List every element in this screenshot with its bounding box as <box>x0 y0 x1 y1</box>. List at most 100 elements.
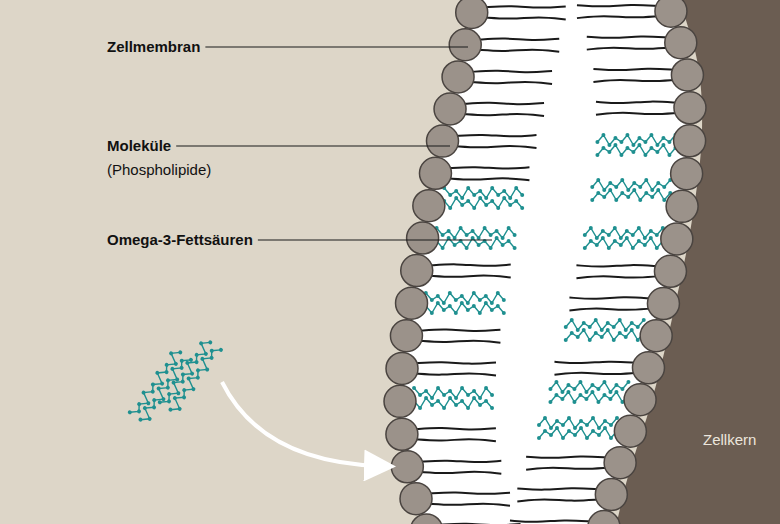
omega3-atom <box>472 291 476 295</box>
lipid-tail <box>414 428 496 429</box>
omega3-atom <box>138 417 144 423</box>
phospholipid-heads <box>384 0 706 524</box>
omega3-atom <box>478 396 482 400</box>
omega3-atom <box>168 350 174 356</box>
omega3-atom <box>170 366 176 372</box>
omega3-atom <box>441 233 445 237</box>
omega3-atom <box>155 370 161 376</box>
omega3-atom <box>603 426 607 430</box>
omega3-atom <box>466 393 470 397</box>
phospholipid-head <box>654 255 686 287</box>
lipid-tail <box>576 265 658 266</box>
omega3-atom <box>661 143 665 147</box>
lipid-tail <box>569 297 651 298</box>
omega3-atom <box>502 311 506 315</box>
omega3-atom <box>448 291 452 295</box>
omega3-atom <box>591 416 595 420</box>
omega3-atom <box>164 369 170 375</box>
omega3-atom <box>430 403 434 407</box>
omega3-atom <box>484 386 488 390</box>
omega3-atom <box>460 399 464 403</box>
omega3-atom <box>584 397 588 401</box>
omega3-atom <box>608 188 612 192</box>
omega3-atom <box>625 236 629 240</box>
omega3-atom <box>424 389 428 393</box>
lipid-tail <box>418 330 500 331</box>
omega3-atom <box>662 198 666 202</box>
omega3-atom <box>643 153 647 157</box>
omega3-atom <box>454 189 458 193</box>
lipid-tail <box>470 82 552 84</box>
omega3-atom <box>186 376 192 382</box>
omega3-atom <box>159 381 165 387</box>
omega3-atom <box>596 400 600 404</box>
omega3-atom <box>554 380 558 384</box>
omega3-atom <box>601 236 605 240</box>
omega3-atom <box>537 423 541 427</box>
phospholipid-head <box>386 352 418 384</box>
lipid-tail <box>593 69 675 70</box>
omega3-atom <box>460 301 464 305</box>
phospholipid-head <box>640 320 672 352</box>
omega3-atom <box>454 311 458 315</box>
omega3-atom <box>637 226 641 230</box>
lipid-tail <box>577 16 659 18</box>
omega3-atom <box>600 328 604 332</box>
omega3-atom <box>561 423 565 427</box>
omega3-atom <box>180 379 186 385</box>
omega3-atom <box>150 389 156 395</box>
omega3-atom <box>656 188 660 192</box>
omega3-atom <box>460 294 464 298</box>
omega3-atom <box>514 199 518 203</box>
lipid-tail <box>462 114 544 116</box>
omega3-atom <box>595 153 599 157</box>
lipid-tail <box>587 48 669 50</box>
lipid-tail <box>428 492 510 493</box>
omega3-atom <box>642 318 646 322</box>
lipid-tail <box>462 103 544 104</box>
phospholipid-head <box>419 157 451 189</box>
omega3-atom <box>620 387 624 391</box>
membrane-layer <box>384 0 780 524</box>
omega3-atom <box>501 243 505 247</box>
omega3-atom <box>157 399 163 405</box>
omega3-atom <box>454 196 458 200</box>
omega3-atom <box>200 356 206 362</box>
omega3-atom <box>613 239 617 243</box>
omega3-atom <box>548 400 552 404</box>
phospholipid-head <box>407 222 439 254</box>
lipid-tail <box>414 373 496 375</box>
omega3-atom <box>478 196 482 200</box>
omega3-atom <box>483 226 487 230</box>
omega3-atom <box>613 226 617 230</box>
omega3-atom <box>601 146 605 150</box>
omega3-atom <box>477 243 481 247</box>
omega3-atom <box>173 361 179 367</box>
omega3-atom <box>590 185 594 189</box>
omega3-atom <box>136 401 142 407</box>
omega3-atom <box>638 198 642 202</box>
phospholipid-head <box>655 0 687 27</box>
lipid-tail <box>477 50 559 52</box>
omega3-atom <box>638 185 642 189</box>
lipid-tail <box>447 167 529 168</box>
omega3-atom <box>436 386 440 390</box>
omega3-atom <box>209 355 215 361</box>
phospholipid-head <box>614 415 646 447</box>
omega3-atom <box>631 246 635 250</box>
lipid-tail <box>484 17 566 19</box>
omega3-atom <box>643 243 647 247</box>
omega3-atom <box>636 325 640 329</box>
omega3-atom <box>620 191 624 195</box>
omega3-atom <box>424 396 428 400</box>
omega3-atom <box>495 229 499 233</box>
omega3-atom <box>151 404 157 410</box>
omega3-atom <box>543 416 547 420</box>
omega3-atom <box>172 395 178 401</box>
omega3-atom <box>412 386 416 390</box>
omega3-atom <box>576 328 580 332</box>
leader-line <box>258 239 492 240</box>
omega3-atom <box>454 298 458 302</box>
omega3-atom <box>594 318 598 322</box>
